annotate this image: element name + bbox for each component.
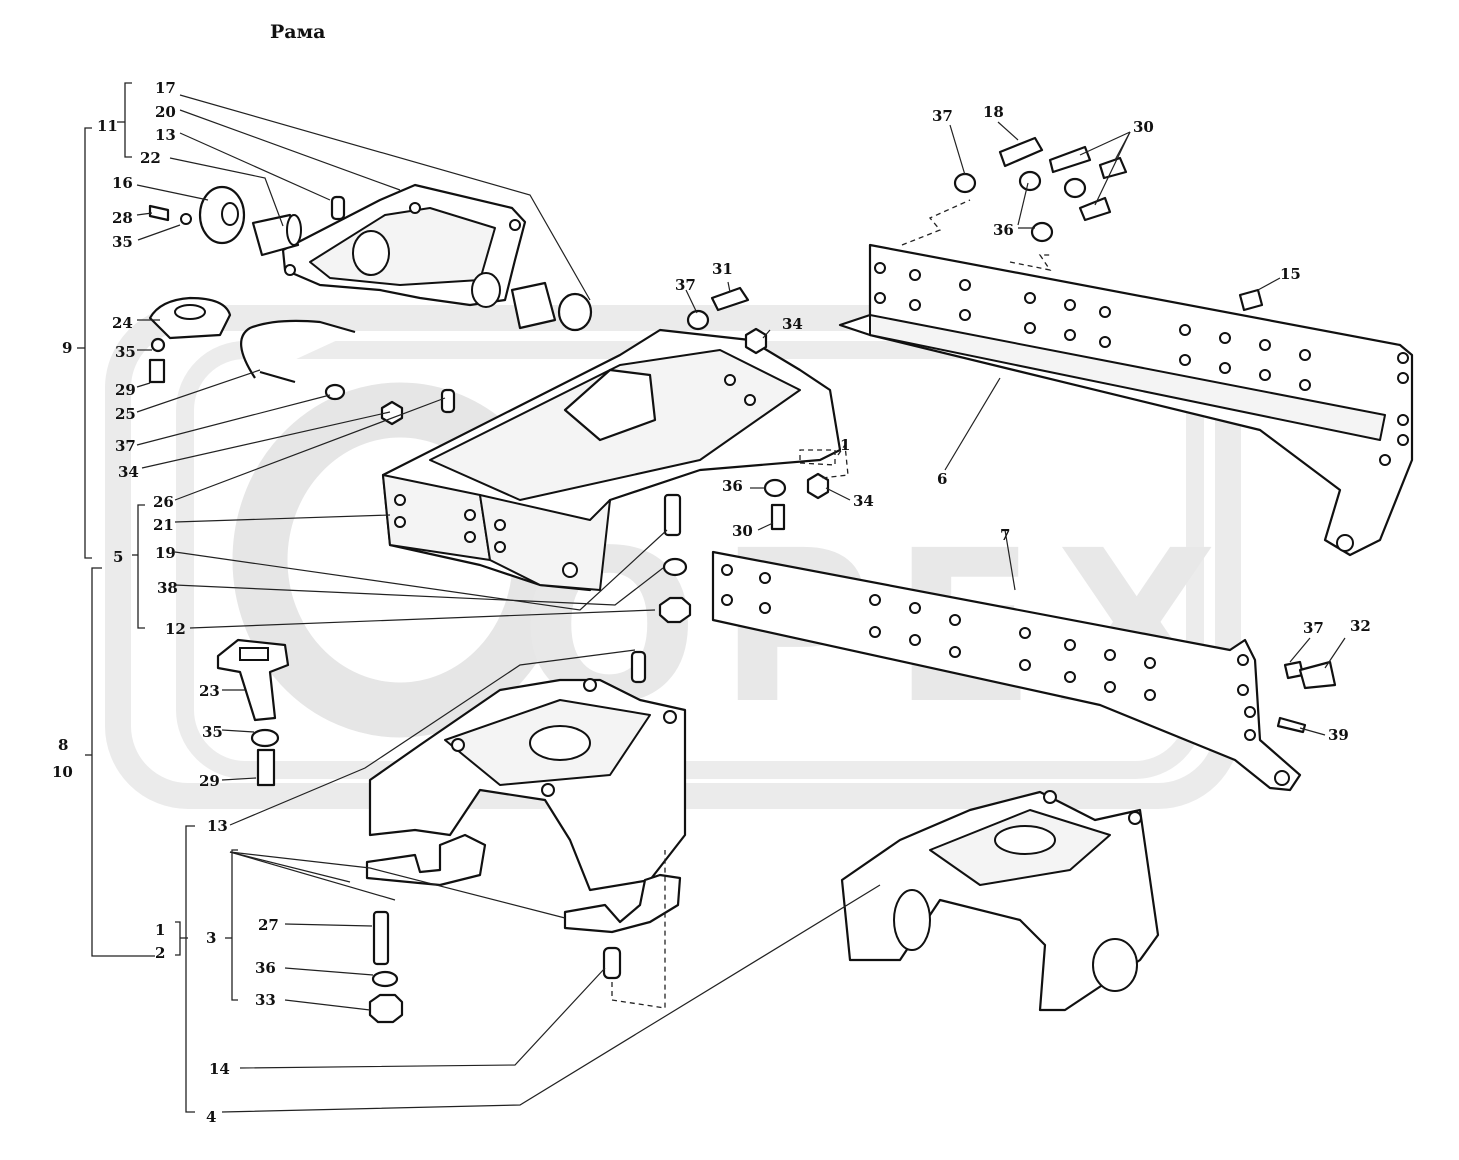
upper-bracket-plate bbox=[281, 183, 527, 308]
upper-right-fasteners bbox=[686, 136, 1337, 690]
label-36-top: 36 bbox=[993, 221, 1014, 239]
stud-washer-nut bbox=[630, 493, 692, 684]
label-24: 24 bbox=[112, 314, 133, 332]
label-9: 9 bbox=[62, 339, 72, 357]
cup-and-u-bolt bbox=[148, 296, 456, 426]
label-34-center: 34 bbox=[782, 315, 803, 333]
rail-6-holes bbox=[874, 262, 1409, 552]
lower-bracket-left bbox=[365, 678, 687, 934]
bush-part bbox=[251, 195, 346, 257]
label-32: 32 bbox=[1350, 617, 1371, 635]
label-37-center: 37 bbox=[675, 276, 696, 294]
label-10: 10 bbox=[52, 763, 73, 781]
page-title: Рама bbox=[270, 21, 325, 43]
label-21: 21 bbox=[153, 516, 174, 534]
label-34-left: 34 bbox=[118, 463, 139, 481]
label-33: 33 bbox=[255, 991, 276, 1009]
label-34-right: 34 bbox=[853, 492, 874, 510]
support-23 bbox=[216, 638, 290, 787]
label-12: 12 bbox=[165, 620, 186, 638]
label-37-left: 37 bbox=[115, 437, 136, 455]
label-28: 28 bbox=[112, 209, 133, 227]
label-13: 13 bbox=[155, 126, 176, 144]
rail-7-holes bbox=[721, 564, 1290, 786]
label-35-mid: 35 bbox=[115, 343, 136, 361]
label-8: 8 bbox=[58, 736, 68, 754]
label-20: 20 bbox=[155, 103, 176, 121]
label-19: 19 bbox=[155, 544, 176, 562]
right-side-rail-6 bbox=[838, 243, 1414, 557]
label-35-low: 35 bbox=[202, 723, 223, 741]
label-37-right: 37 bbox=[1303, 619, 1324, 637]
label-6: 6 bbox=[937, 470, 947, 488]
label-1-small: 1 bbox=[840, 436, 850, 454]
label-17: 17 bbox=[155, 79, 176, 97]
label-5: 5 bbox=[113, 548, 123, 566]
label-16: 16 bbox=[112, 174, 133, 192]
label-39: 39 bbox=[1328, 726, 1349, 744]
bush-and-cap bbox=[510, 281, 593, 332]
label-25: 25 bbox=[115, 405, 136, 423]
label-26: 26 bbox=[153, 493, 174, 511]
label-14: 14 bbox=[209, 1060, 230, 1078]
leader-lines bbox=[77, 82, 1346, 1113]
label-29-top: 29 bbox=[115, 381, 136, 399]
label-2: 2 bbox=[155, 944, 165, 962]
label-29-low: 29 bbox=[199, 772, 220, 790]
label-15: 15 bbox=[1280, 265, 1301, 283]
label-11: 11 bbox=[97, 117, 118, 135]
callout-labels: 17 20 13 22 11 16 28 35 24 35 29 25 37 3… bbox=[52, 79, 1371, 1126]
label-7: 7 bbox=[1000, 526, 1010, 544]
label-30-center: 30 bbox=[732, 522, 753, 540]
front-frame-body bbox=[381, 328, 842, 592]
label-36-center: 36 bbox=[722, 477, 743, 495]
stud-27-set bbox=[368, 910, 622, 1024]
left-side-rail-7 bbox=[711, 550, 1307, 792]
label-35-top: 35 bbox=[112, 233, 133, 251]
flange-part bbox=[148, 185, 246, 245]
label-36-low: 36 bbox=[255, 959, 276, 977]
label-31: 31 bbox=[712, 260, 733, 278]
label-1: 1 bbox=[155, 921, 165, 939]
label-3: 3 bbox=[206, 929, 216, 947]
label-4: 4 bbox=[206, 1108, 216, 1126]
label-13-low: 13 bbox=[207, 817, 228, 835]
label-38: 38 bbox=[157, 579, 178, 597]
label-27: 27 bbox=[258, 916, 279, 934]
label-18: 18 bbox=[983, 103, 1004, 121]
label-30-top: 30 bbox=[1133, 118, 1154, 136]
lower-bracket-right bbox=[840, 790, 1160, 1012]
label-22: 22 bbox=[140, 149, 161, 167]
label-37-top: 37 bbox=[932, 107, 953, 125]
label-23: 23 bbox=[199, 682, 220, 700]
